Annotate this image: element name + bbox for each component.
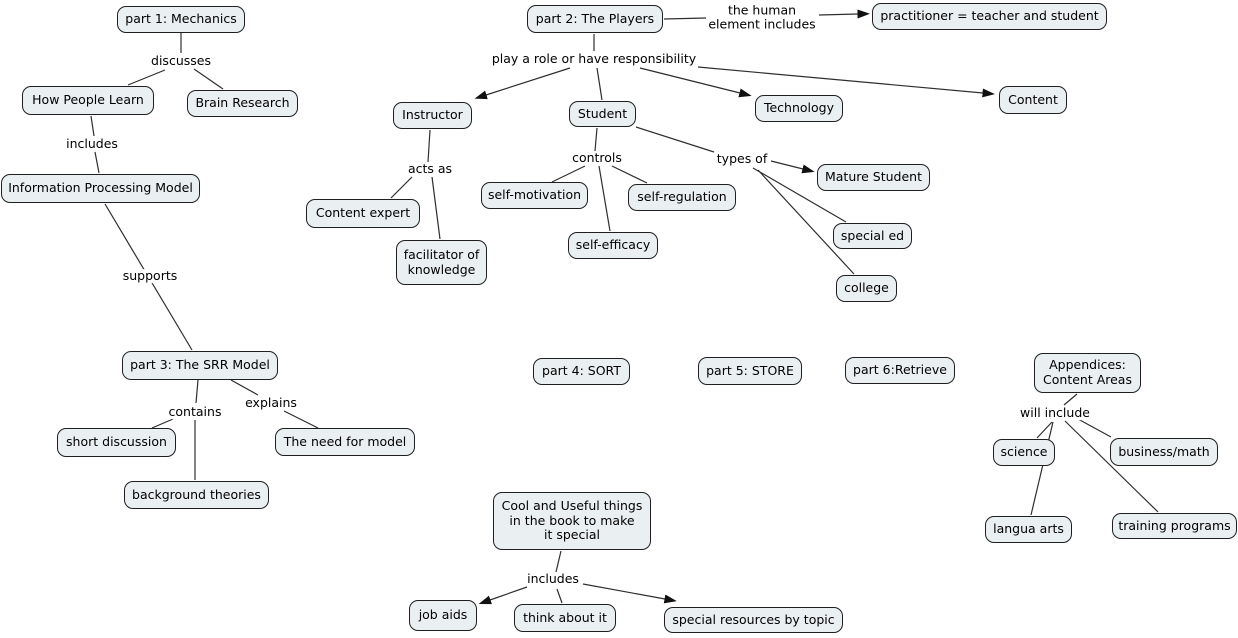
link-label-acts-as[interactable]: acts as xyxy=(405,161,455,177)
edge-includes-think-about-it xyxy=(556,588,563,604)
node-instructor[interactable]: Instructor xyxy=(393,102,472,129)
link-label-controls[interactable]: controls xyxy=(570,150,624,166)
node-self-motivation[interactable]: self-motivation xyxy=(481,182,588,209)
edge-types-of-special-ed xyxy=(752,167,847,223)
edge-part3-explains xyxy=(230,379,259,396)
node-content[interactable]: Content xyxy=(999,86,1067,114)
edge-includes-info-processing xyxy=(94,151,100,174)
edge-instructor-acts-as xyxy=(427,129,431,163)
edge-appendices-will-include xyxy=(1063,393,1078,406)
edge-discusses-how-people-learn xyxy=(127,69,166,86)
edge-will-include-business-math xyxy=(1077,418,1112,438)
node-cool-useful-things[interactable]: Cool and Useful things in the book to ma… xyxy=(493,492,651,550)
node-business-math[interactable]: business/math xyxy=(1110,438,1218,466)
edge-play-role-technology xyxy=(639,67,752,98)
edge-acts-as-content-expert xyxy=(390,176,413,199)
node-self-efficacy[interactable]: self-efficacy xyxy=(568,232,658,259)
node-part2-players[interactable]: part 2: The Players xyxy=(527,5,663,33)
node-langua-arts[interactable]: langua arts xyxy=(985,516,1072,543)
edge-part3-contains xyxy=(195,379,199,404)
node-college[interactable]: college xyxy=(836,275,897,302)
node-think-about-it[interactable]: think about it xyxy=(514,604,616,632)
edge-play-role-content xyxy=(697,66,995,98)
node-short-discussion[interactable]: short discussion xyxy=(57,428,176,457)
node-job-aids[interactable]: job aids xyxy=(409,600,477,631)
node-background-theories[interactable]: background theories xyxy=(124,481,269,509)
node-technology[interactable]: Technology xyxy=(755,95,843,122)
edge-play-role-instructor xyxy=(474,67,571,100)
node-practitioner[interactable]: practitioner = teacher and student xyxy=(872,3,1107,30)
edge-human-element-practitioner xyxy=(818,9,870,19)
link-label-includes-cool[interactable]: includes xyxy=(525,571,581,587)
node-brain-research[interactable]: Brain Research xyxy=(187,90,298,117)
edge-will-include-science xyxy=(1036,421,1053,439)
node-part3-srr-model[interactable]: part 3: The SRR Model xyxy=(122,351,278,380)
edge-student-types-of xyxy=(635,126,715,153)
node-part6-retrieve[interactable]: part 6:Retrieve xyxy=(845,357,955,384)
node-appendices-content-areas[interactable]: Appendices: Content Areas xyxy=(1034,353,1141,393)
node-need-for-model[interactable]: The need for model xyxy=(275,428,415,456)
edge-types-of-mature-student xyxy=(770,160,815,174)
link-label-human-element[interactable]: the human element includes xyxy=(706,2,818,31)
node-part1-mechanics[interactable]: part 1: Mechanics xyxy=(117,6,245,33)
node-student[interactable]: Student xyxy=(569,101,636,127)
edge-will-include-training-programs xyxy=(1064,420,1159,513)
edge-student-controls xyxy=(594,127,598,152)
node-special-ed[interactable]: special ed xyxy=(833,223,912,249)
edge-will-include-langua-arts xyxy=(1030,421,1054,516)
node-part5-store[interactable]: part 5: STORE xyxy=(698,357,802,385)
edge-explains-need-for-model xyxy=(283,410,319,429)
edge-controls-self-motivation xyxy=(551,165,586,183)
link-label-discusses[interactable]: discusses xyxy=(149,53,213,69)
edge-includes-job-aids xyxy=(478,586,528,605)
link-label-types-of[interactable]: types of xyxy=(714,151,770,167)
edge-part2-human-element xyxy=(663,17,707,20)
link-label-play-a-role[interactable]: play a role or have responsibility xyxy=(489,51,699,67)
node-mature-student[interactable]: Mature Student xyxy=(817,164,930,191)
link-label-supports[interactable]: supports xyxy=(120,268,180,284)
node-how-people-learn[interactable]: How People Learn xyxy=(22,86,154,115)
node-facilitator-of-knowledge[interactable]: facilitator of knowledge xyxy=(396,240,487,285)
node-science[interactable]: science xyxy=(993,439,1055,466)
link-label-includes-hpl[interactable]: includes xyxy=(64,136,120,152)
node-information-processing-model[interactable]: Information Processing Model xyxy=(1,174,200,203)
link-label-will-include[interactable]: will include xyxy=(1018,405,1092,421)
edge-acts-as-facilitator xyxy=(431,176,441,240)
edge-controls-self-efficacy xyxy=(598,165,611,232)
edge-includes-special-resources xyxy=(582,583,677,604)
edge-hpl-includes xyxy=(90,115,95,137)
edge-play-role-student xyxy=(596,67,603,101)
link-label-contains[interactable]: contains xyxy=(166,404,224,420)
node-self-regulation[interactable]: self-regulation xyxy=(628,184,736,211)
edge-cool-useful-includes xyxy=(555,550,562,573)
edge-contains-short-discussion xyxy=(151,418,174,429)
node-special-resources-by-topic[interactable]: special resources by topic xyxy=(664,607,843,633)
node-content-expert[interactable]: Content expert xyxy=(306,199,420,228)
edge-discusses-brain-research xyxy=(193,68,224,90)
edge-types-of-college xyxy=(757,169,855,275)
node-training-programs[interactable]: training programs xyxy=(1112,513,1237,539)
node-part4-sort[interactable]: part 4: SORT xyxy=(533,358,630,385)
edge-controls-self-regulation xyxy=(611,165,648,184)
link-label-explains[interactable]: explains xyxy=(243,395,299,411)
